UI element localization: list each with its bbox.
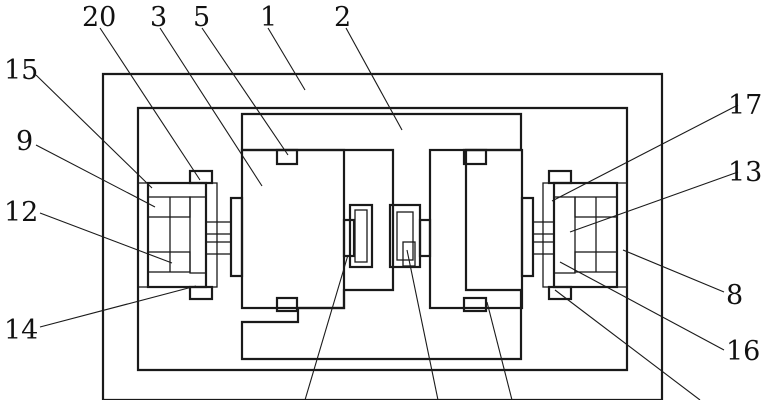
- right-pad: [616, 182, 628, 288]
- right-clamp-assembly: [532, 169, 628, 301]
- leader-14: [39, 285, 197, 328]
- label-13: 13: [728, 157, 762, 188]
- right-motor-flange: [520, 196, 535, 278]
- leader-lines: [35, 27, 739, 400]
- leader-12: [39, 212, 173, 264]
- left-motor-body: [229, 148, 346, 313]
- leader-8: [622, 249, 725, 293]
- label-9: 9: [16, 126, 33, 157]
- leader-9: [35, 144, 156, 208]
- leader-17: [551, 104, 739, 202]
- right-bottom-lug: [547, 285, 573, 301]
- left-bottom-lug: [188, 285, 214, 301]
- right-top-lug: [547, 169, 573, 185]
- leader-bottom-a: [304, 254, 349, 400]
- left-top-lug: [188, 169, 214, 185]
- left-clamp-assembly: [137, 169, 232, 301]
- leader-bottom-b: [406, 249, 439, 400]
- label-16: 16: [726, 336, 760, 367]
- left-inner-pad: [205, 182, 218, 288]
- left-motor-flange: [229, 196, 244, 278]
- top-clamp-left: [275, 148, 299, 166]
- left-coupling: [342, 203, 374, 269]
- leader-3: [159, 27, 263, 187]
- outer-housing: [101, 72, 664, 400]
- label-20: 20: [82, 2, 116, 33]
- leader-5: [201, 27, 289, 156]
- label-14: 14: [4, 315, 38, 346]
- label-2: 2: [334, 2, 351, 33]
- label-1: 1: [260, 2, 277, 33]
- leader-20: [99, 27, 201, 181]
- leader-16: [559, 261, 725, 351]
- right-coupling: [388, 203, 432, 269]
- right-motor-body: [428, 148, 535, 313]
- bottom-clamp-right: [462, 296, 488, 313]
- label-15: 15: [4, 55, 38, 86]
- leader-15: [35, 74, 153, 189]
- leader-13: [569, 171, 739, 233]
- label-17: 17: [728, 90, 762, 121]
- leader-bottom-c: [486, 301, 513, 400]
- part-labels: 20 3 5 1 2 15 9 12 14 17 13 8 16: [4, 2, 762, 367]
- leader-1: [267, 27, 306, 91]
- label-12: 12: [4, 197, 38, 228]
- label-8: 8: [726, 280, 743, 311]
- bottom-clamp-left: [275, 296, 299, 313]
- right-inner-pad: [542, 182, 555, 288]
- top-clamp-right: [462, 148, 488, 166]
- label-5: 5: [193, 2, 210, 33]
- leader-2: [345, 27, 403, 131]
- label-3: 3: [150, 2, 167, 33]
- leader-bottom-right: [554, 289, 701, 400]
